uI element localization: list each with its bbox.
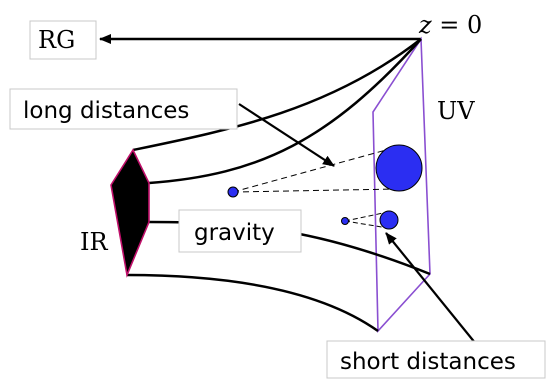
- long-distances-arrow: [238, 103, 335, 167]
- gravity-label: gravity: [194, 220, 275, 246]
- bulk-point-near: [341, 217, 349, 225]
- dashed-line-large-top: [232, 146, 398, 193]
- rg-label: RG: [38, 26, 75, 54]
- gravity-label-box: [178, 209, 302, 253]
- ir-end-cap: [110, 148, 150, 278]
- small-disc: [379, 210, 399, 230]
- long-distances-label-box: [9, 88, 238, 130]
- bulk-curve-bottom: [126, 273, 379, 333]
- dashed-line-small-bottom: [344, 220, 389, 229]
- rg-label-box: [29, 20, 97, 60]
- large-disc: [375, 144, 423, 192]
- z-equals-zero-value: = 0: [432, 11, 483, 39]
- short-distances-arrow: [385, 232, 477, 345]
- short-distances-label-box: [326, 340, 546, 379]
- bulk-curve-mid-upper: [148, 38, 422, 185]
- long-distances-label: long distances: [23, 98, 189, 124]
- uv-label: UV: [437, 97, 475, 125]
- dashed-line-large-bottom: [232, 188, 398, 193]
- dashed-line-small-top: [344, 211, 389, 222]
- bulk-point-far: [227, 186, 239, 198]
- bulk-curve-top: [132, 38, 422, 152]
- z-variable: z: [418, 11, 432, 39]
- z-equals-zero-label: z = 0: [418, 11, 482, 39]
- short-distances-label: short distances: [340, 349, 516, 375]
- ir-label: IR: [80, 228, 108, 256]
